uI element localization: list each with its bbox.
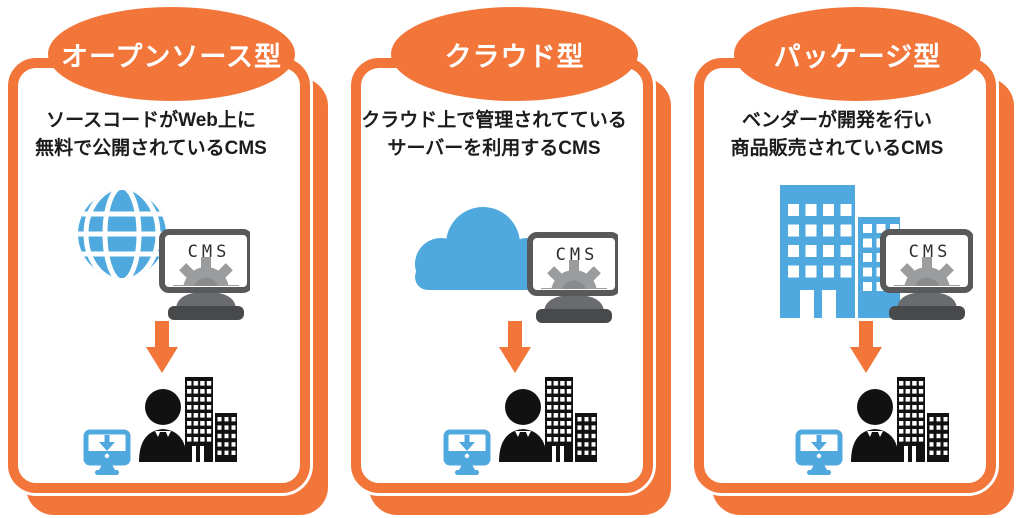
description-line: ソースコードがWeb上に: [46, 110, 256, 131]
business-person-icon: [499, 389, 547, 462]
card-description: ベンダーが開発を行い 商品販売されているCMS: [696, 107, 978, 162]
description-line: 商品販売されているCMS: [730, 137, 944, 159]
description-line: サーバーを利用するCMS: [387, 137, 601, 159]
download-computer-icon: [443, 429, 491, 475]
download-computer-icon: [795, 429, 843, 475]
vendor-buildings-cms-illustration: CMS: [780, 185, 973, 320]
city-building-icon: [545, 377, 597, 462]
cms-screen-label: CMS: [556, 245, 599, 265]
business-person-icon: [139, 389, 187, 462]
user-company-illustration: [795, 377, 949, 475]
monitor-stand-neck: [897, 292, 957, 310]
monitor-stand-base: [536, 309, 612, 323]
cms-screen-label: CMS: [909, 242, 952, 262]
cms-monitor-icon: CMS: [527, 232, 618, 323]
card-package: パッケージ型 ベンダーが開発を行い 商品販売されているCMS: [686, 0, 1028, 518]
monitor-stand-neck: [544, 295, 604, 313]
type-badge: クラウド型: [391, 7, 638, 101]
business-person-icon: [851, 389, 899, 462]
cloud-cms-illustration: CMS: [415, 207, 618, 323]
cms-monitor-icon: CMS: [159, 229, 250, 320]
card-description: ソースコードがWeb上に 無料で公開されているCMS: [10, 107, 292, 162]
city-building-icon: [185, 377, 237, 462]
globe-icon: [78, 190, 166, 278]
card-open-source: オープンソース型 ソースコードがWeb上に 無料で公開されているCMS: [0, 0, 343, 518]
user-company-illustration: [443, 377, 597, 475]
card-description: クラウド上で管理されてている サーバーを利用するCMS: [353, 107, 635, 162]
monitor-stand-neck: [176, 292, 236, 310]
down-arrow-icon: [499, 321, 531, 373]
description-line: クラウド上で管理されてている: [361, 110, 627, 131]
gear-icon: [894, 257, 960, 286]
down-arrow-icon: [146, 321, 178, 373]
monitor-stand-base: [889, 306, 965, 320]
description-line: ベンダーが開発を行い: [741, 110, 932, 131]
globe-cms-illustration: CMS: [78, 190, 250, 320]
cms-monitor-icon: CMS: [880, 229, 973, 320]
down-arrow-icon: [850, 321, 882, 373]
city-building-icon: [897, 377, 949, 462]
type-badge: パッケージ型: [734, 7, 981, 101]
type-badge: オープンソース型: [48, 7, 295, 101]
monitor-stand-base: [168, 306, 244, 320]
description-line: 無料で公開されているCMS: [35, 137, 267, 159]
download-computer-icon: [83, 429, 131, 475]
cms-screen-label: CMS: [188, 242, 231, 262]
gear-icon: [173, 257, 239, 286]
card-cloud: クラウド型 クラウド上で管理されてている サーバーを利用するCMS: [343, 0, 686, 518]
gear-icon: [541, 260, 607, 289]
user-company-illustration: [83, 377, 237, 475]
